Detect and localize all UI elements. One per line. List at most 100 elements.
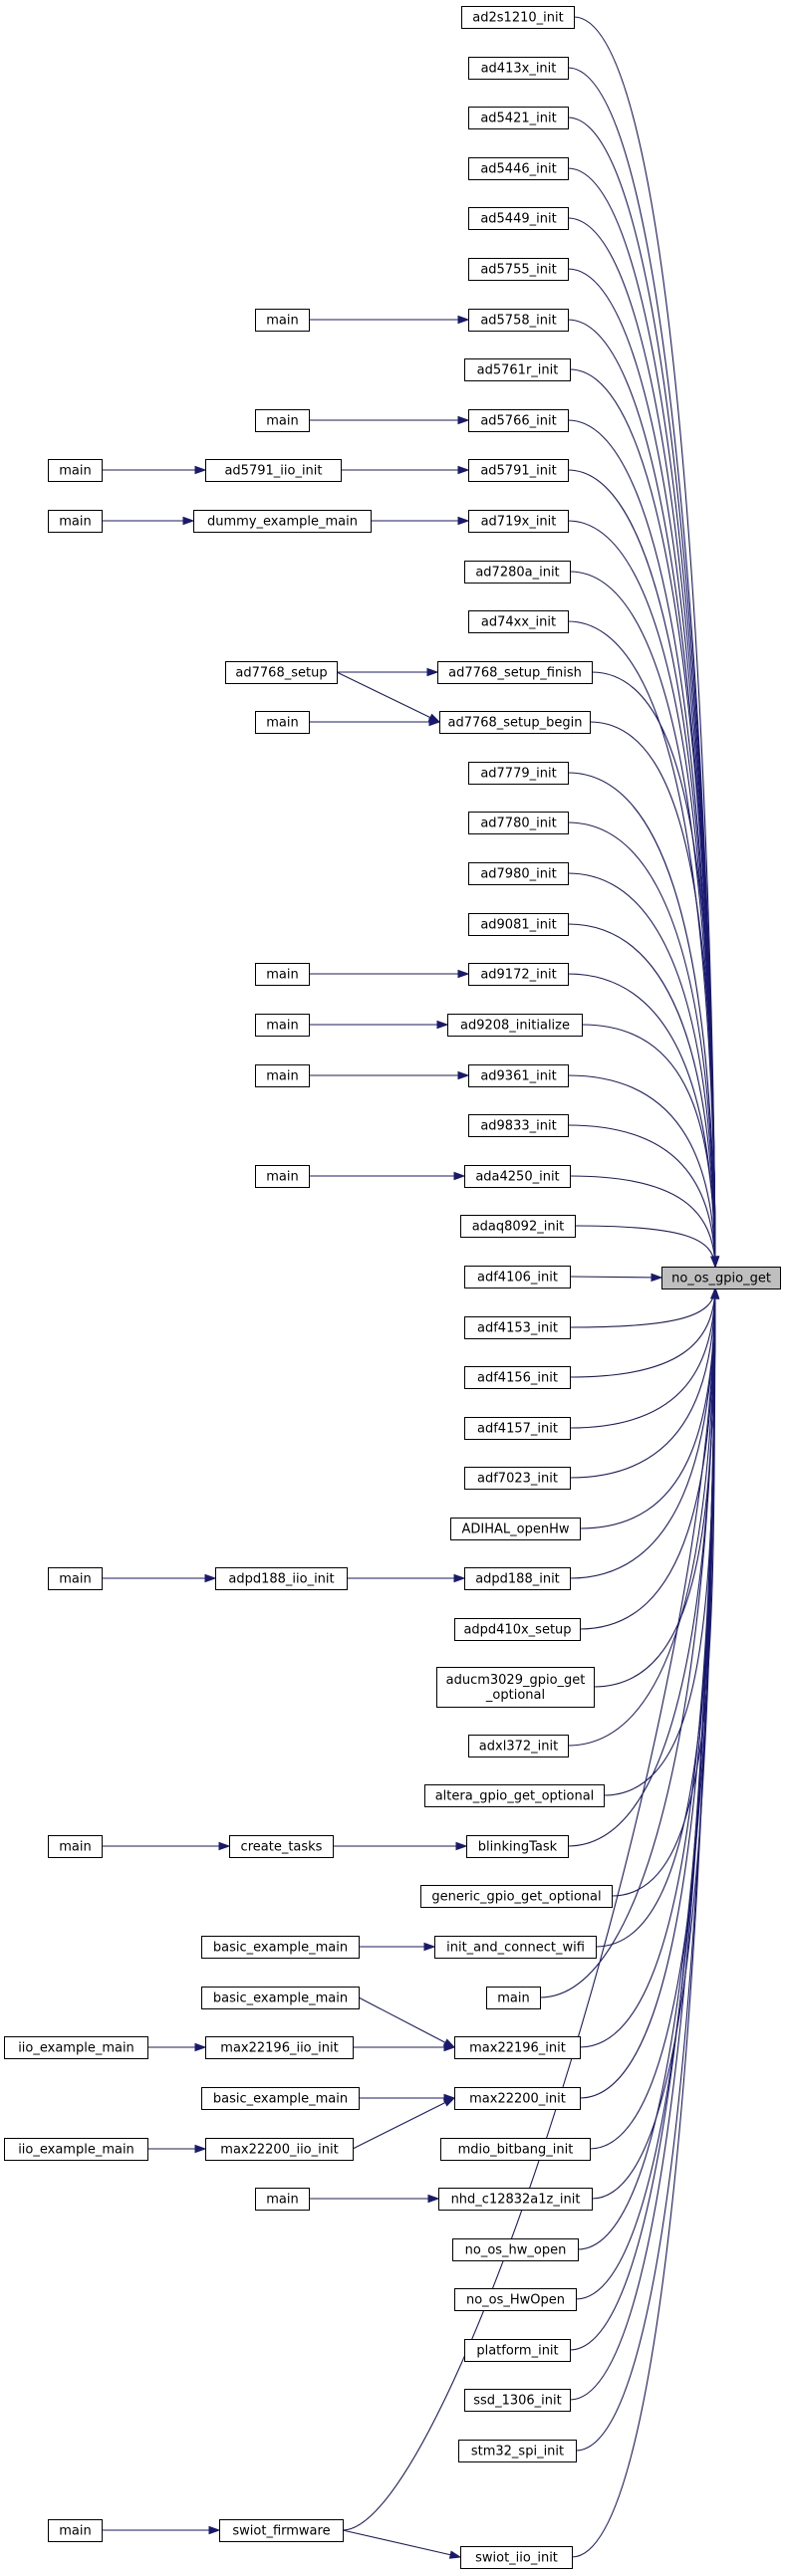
function-node[interactable]: max22200_iio_init <box>205 2138 354 2161</box>
function-node[interactable]: basic_example_main <box>201 2087 360 2110</box>
function-node[interactable]: adpd188_init <box>464 1567 571 1590</box>
function-node[interactable]: ad5766_init <box>468 409 569 432</box>
node-box <box>201 1936 360 1959</box>
function-node[interactable]: dummy_example_main <box>193 510 372 533</box>
function-node[interactable]: main <box>255 711 310 734</box>
node-box <box>437 661 593 684</box>
function-node[interactable]: ad74xx_init <box>468 610 569 633</box>
function-node[interactable]: adf7023_init <box>464 1467 571 1490</box>
function-node[interactable]: platform_init <box>464 2339 571 2362</box>
node-label: adf4153_init <box>477 1321 558 1336</box>
function-node[interactable]: iio_example_main <box>4 2036 148 2059</box>
arrowhead <box>457 415 470 425</box>
node-box <box>468 610 569 633</box>
function-node[interactable]: aducm3029_gpio_get_optional <box>436 1667 595 1708</box>
function-node[interactable]: ad5761r_init <box>464 358 571 381</box>
function-node[interactable]: basic_example_main <box>201 1936 360 1959</box>
function-node[interactable]: no_os_hw_open <box>452 2238 579 2261</box>
function-node[interactable]: blinkingTask <box>466 1835 569 1858</box>
node-label: ada4250_init <box>475 1170 559 1185</box>
node-box <box>255 309 310 332</box>
function-node[interactable]: ad7779_init <box>468 762 569 785</box>
function-node[interactable]: adxl372_init <box>468 1735 569 1757</box>
target-function-node[interactable]: no_os_gpio_get <box>661 1267 781 1289</box>
function-node[interactable]: adf4153_init <box>464 1316 571 1339</box>
function-node[interactable]: ad5449_init <box>468 207 569 230</box>
function-node[interactable]: main <box>486 1987 541 2009</box>
node-box <box>215 1567 348 1590</box>
node-label: main <box>59 2524 91 2539</box>
call-edge <box>309 315 470 325</box>
function-node[interactable]: max22196_init <box>454 2036 581 2059</box>
function-node[interactable]: basic_example_main <box>201 1987 360 2009</box>
function-node[interactable]: ad7280a_init <box>464 561 571 584</box>
function-node[interactable]: main <box>48 1567 103 1590</box>
node-box <box>464 1165 571 1188</box>
function-node[interactable]: main <box>255 963 310 986</box>
function-node[interactable]: swiot_firmware <box>219 2519 344 2542</box>
function-node[interactable]: ad719x_init <box>468 510 569 533</box>
function-node[interactable]: nhd_c12832a1z_init <box>438 2188 593 2211</box>
function-node[interactable]: generic_gpio_get_optional <box>420 1885 613 1908</box>
function-node[interactable]: main <box>48 510 103 533</box>
node-box <box>460 1215 576 1238</box>
function-node[interactable]: adf4106_init <box>464 1266 571 1288</box>
function-node[interactable]: init_and_connect_wifi <box>434 1936 597 1959</box>
function-node[interactable]: ad5758_init <box>468 309 569 332</box>
function-node[interactable]: altera_gpio_get_optional <box>424 1784 605 1807</box>
function-node[interactable]: main <box>48 459 103 482</box>
function-node[interactable]: adpd410x_setup <box>454 1618 581 1641</box>
call-edge <box>342 2529 462 2559</box>
function-node[interactable]: create_tasks <box>229 1835 334 1858</box>
node-box <box>201 1987 360 2009</box>
function-node[interactable]: ad5421_init <box>468 107 569 129</box>
function-node[interactable]: main <box>48 1835 103 1858</box>
function-node[interactable]: ad5446_init <box>468 157 569 180</box>
call-edge <box>347 1573 466 1583</box>
function-node[interactable]: ad9208_initialize <box>447 1014 583 1037</box>
function-node[interactable]: main <box>48 2519 103 2542</box>
function-node[interactable]: ad7768_setup_finish <box>437 661 593 684</box>
function-node[interactable]: main <box>255 409 310 432</box>
function-node[interactable]: main <box>255 309 310 332</box>
function-node[interactable]: ad7980_init <box>468 862 569 885</box>
function-node[interactable]: stm32_spi_init <box>458 2440 577 2462</box>
function-node[interactable]: ad7768_setup <box>225 661 338 684</box>
function-node[interactable]: ad5791_init <box>468 459 569 482</box>
function-node[interactable]: ad2s1210_init <box>461 6 575 29</box>
edge-line <box>342 2529 461 2558</box>
function-node[interactable]: main <box>255 1165 310 1188</box>
node-label: adaq8092_init <box>472 1220 565 1235</box>
function-node[interactable]: main <box>255 1014 310 1037</box>
call-edge <box>358 1996 456 2048</box>
node-box <box>454 2087 581 2110</box>
function-node[interactable]: max22200_init <box>454 2087 581 2110</box>
function-node[interactable]: mdio_bitbang_init <box>440 2138 591 2161</box>
function-node[interactable]: ad5755_init <box>468 258 569 281</box>
function-node[interactable]: ad9833_init <box>468 1114 569 1137</box>
function-node[interactable]: ssd_1306_init <box>464 2389 571 2412</box>
function-node[interactable]: adf4156_init <box>464 1366 571 1389</box>
function-node[interactable]: adaq8092_init <box>460 1215 576 1238</box>
function-node[interactable]: iio_example_main <box>4 2138 148 2161</box>
node-box <box>661 1267 781 1289</box>
function-node[interactable]: ad9081_init <box>468 913 569 936</box>
function-node[interactable]: ada4250_init <box>464 1165 571 1188</box>
function-node[interactable]: ad9361_init <box>468 1064 569 1087</box>
function-node[interactable]: main <box>255 1064 310 1087</box>
function-node[interactable]: swiot_iio_init <box>460 2546 573 2569</box>
function-node[interactable]: ADIHAL_openHw <box>450 1518 581 1540</box>
function-node[interactable]: ad7780_init <box>468 812 569 834</box>
function-node[interactable]: main <box>255 2188 310 2211</box>
function-node[interactable]: ad5791_iio_init <box>205 459 342 482</box>
node-label: max22196_init <box>469 2041 566 2056</box>
function-node[interactable]: ad413x_init <box>468 57 569 80</box>
function-node[interactable]: max22196_iio_init <box>205 2036 354 2059</box>
function-node[interactable]: adpd188_iio_init <box>215 1567 348 1590</box>
call-edge <box>569 1287 719 1328</box>
function-node[interactable]: ad7768_setup_begin <box>439 711 591 734</box>
function-node[interactable]: adf4157_init <box>464 1417 571 1440</box>
function-node[interactable]: no_os_HwOpen <box>454 2288 577 2311</box>
arrowhead <box>457 516 470 526</box>
function-node[interactable]: ad9172_init <box>468 963 569 986</box>
